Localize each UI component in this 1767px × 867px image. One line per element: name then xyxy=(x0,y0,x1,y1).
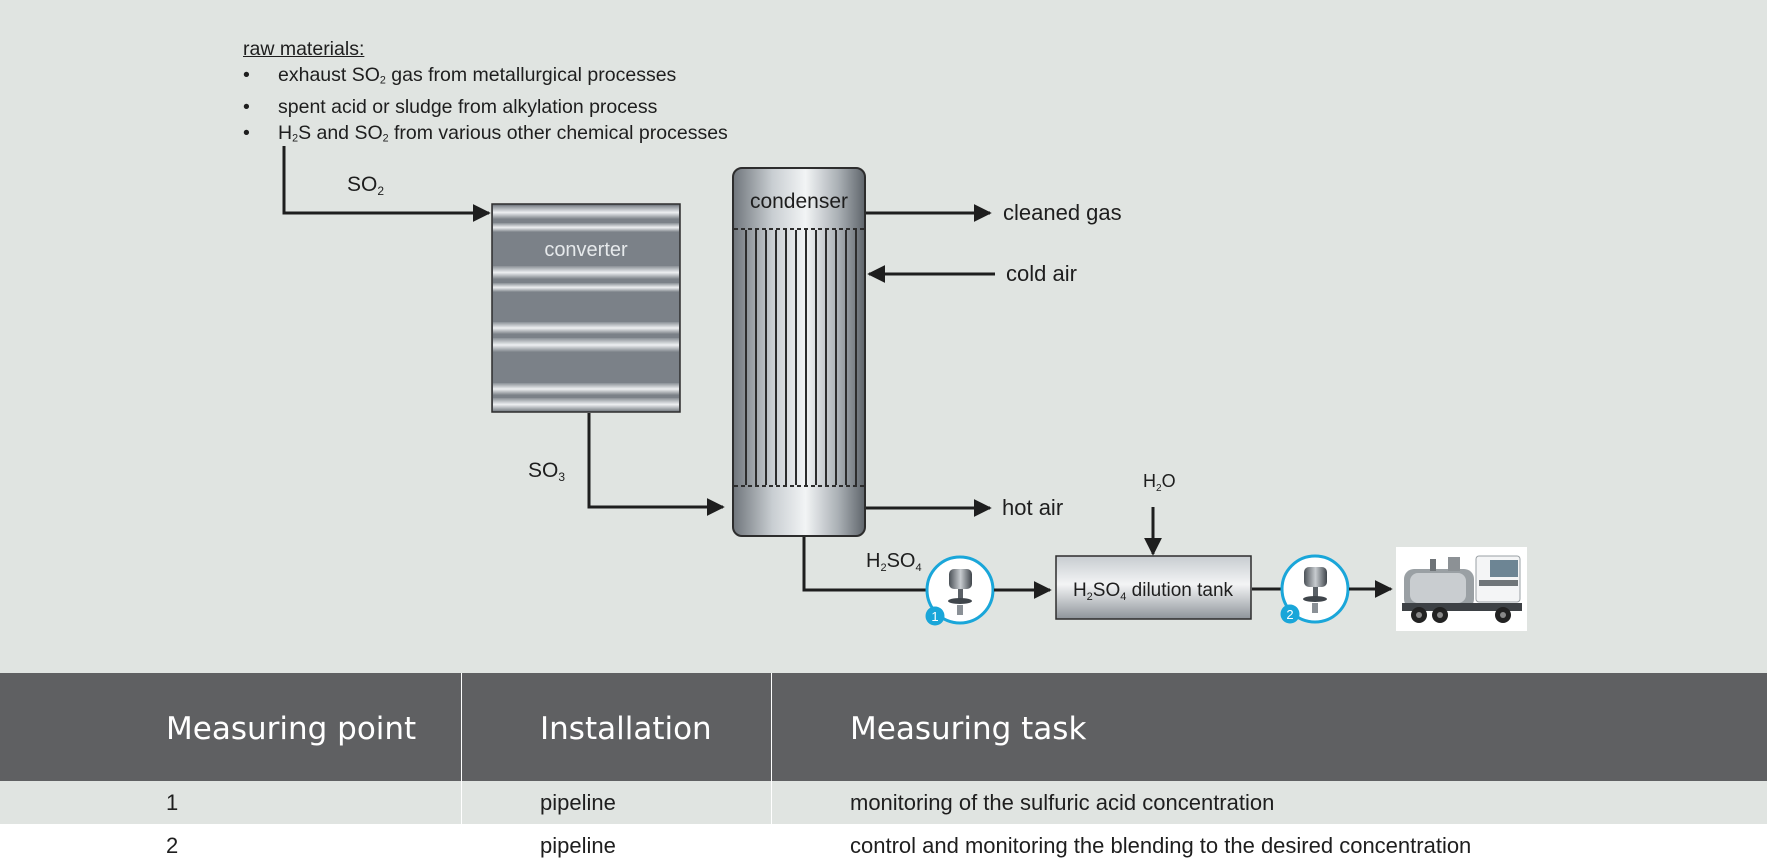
radar-sensor-icon xyxy=(949,569,972,589)
header-measuring-point: Measuring point xyxy=(166,711,417,747)
so3-label: SO3 xyxy=(528,459,565,484)
h2o-label: H2O xyxy=(1143,471,1176,494)
hot-air-label: hot air xyxy=(1002,495,1063,520)
column-divider xyxy=(461,673,462,824)
condenser: condenser xyxy=(732,167,866,537)
svg-text:2: 2 xyxy=(1286,607,1293,622)
header-installation: Installation xyxy=(540,711,712,747)
process-diagram: SO2 converter SO3 xyxy=(282,146,1527,631)
h2so4-outlet-line xyxy=(802,537,928,592)
so2-feed-line xyxy=(282,146,491,222)
cold-air-label: cold air xyxy=(1006,261,1077,286)
measuring-point-2[interactable]: 2 xyxy=(1280,554,1350,624)
cell-installation: pipeline xyxy=(540,833,616,858)
measuring-point-2-badge xyxy=(1280,604,1300,624)
cell-installation: pipeline xyxy=(540,790,616,815)
cell-task: monitoring of the sulfuric acid concentr… xyxy=(850,790,1275,815)
cell-point: 1 xyxy=(166,790,179,815)
raw-materials-heading: raw materials: xyxy=(243,38,365,60)
table-header: Measuring point Installation Measuring t… xyxy=(0,673,1767,781)
raw-materials: raw materials: exhaust SO2 gas from meta… xyxy=(243,36,728,151)
tanker-truck-image xyxy=(1396,547,1527,631)
measuring-table: Measuring point Installation Measuring t… xyxy=(0,673,1767,867)
converter: converter xyxy=(491,203,681,413)
table-row: 1 pipeline monitoring of the sulfuric ac… xyxy=(0,781,1767,824)
column-divider xyxy=(771,673,772,824)
so2-label: SO2 xyxy=(347,173,384,198)
measuring-point-1-badge xyxy=(925,606,945,626)
raw-material-item: H2S and SO2 from various other chemical … xyxy=(243,120,728,152)
radar-sensor-icon xyxy=(1304,567,1327,587)
table-row: 2 pipeline control and monitoring the bl… xyxy=(0,824,1767,867)
h2so4-label: H2SO4 xyxy=(866,550,922,574)
cell-point: 2 xyxy=(166,833,179,858)
dilution-tank: H2SO4 dilution tank xyxy=(1055,555,1252,620)
condenser-label: condenser xyxy=(750,190,848,213)
header-measuring-task: Measuring task xyxy=(850,711,1087,747)
raw-material-item: spent acid or sludge from alkylation pro… xyxy=(243,94,728,120)
cell-task: control and monitoring the blending to t… xyxy=(850,833,1472,858)
raw-materials-list: exhaust SO2 gas from metallurgical proce… xyxy=(243,62,728,151)
dilution-tank-label: H2SO4 dilution tank xyxy=(1073,580,1234,603)
raw-material-item: exhaust SO2 gas from metallurgical proce… xyxy=(243,62,728,94)
converter-label: converter xyxy=(544,239,628,261)
so3-line xyxy=(587,413,725,516)
svg-text:1: 1 xyxy=(931,609,938,624)
measuring-point-1[interactable]: 1 xyxy=(925,555,995,626)
cleaned-gas-label: cleaned gas xyxy=(1003,200,1122,225)
